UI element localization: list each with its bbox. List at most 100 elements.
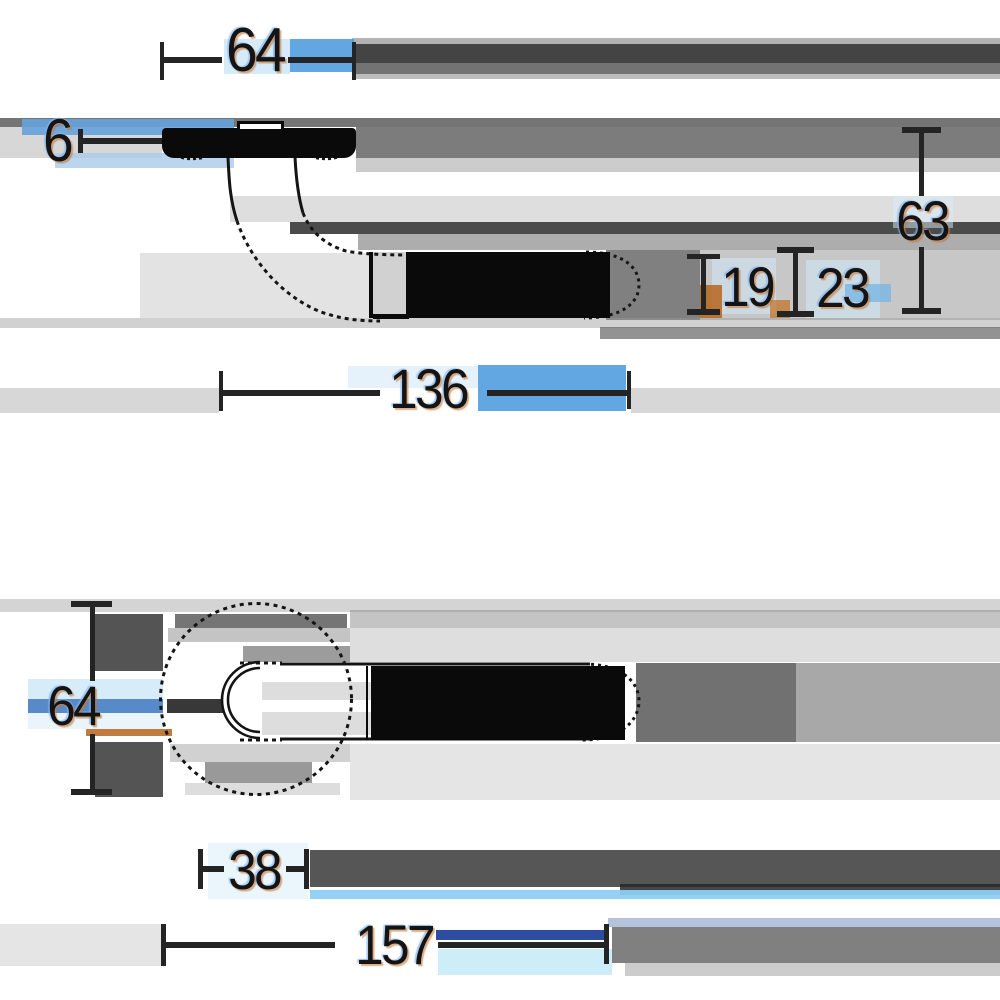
dim-line [288, 57, 352, 63]
selection-highlight [436, 930, 604, 940]
dim-value-rose-diameter: 64 [47, 674, 102, 737]
artifact-band [352, 38, 1000, 44]
dim-line [203, 866, 224, 872]
lever-front-bar [371, 666, 625, 740]
dim-tick [304, 849, 309, 889]
dim-tick [352, 42, 356, 80]
dim-value-overall-length: 157 [355, 913, 435, 976]
artifact-band [600, 327, 1000, 339]
artifact-band [95, 742, 163, 797]
artifact-band [262, 712, 372, 735]
artifact-band [168, 628, 350, 642]
artifact-band [205, 762, 312, 783]
selection-highlight [845, 284, 891, 302]
artifact-band [606, 250, 700, 320]
dim-value-rose-width: 64 [226, 16, 287, 85]
dim-tick [902, 127, 941, 133]
selection-highlight [478, 365, 626, 411]
selection-highlight [893, 196, 953, 228]
lever-front-joint-line [366, 666, 368, 740]
dim-tick [687, 254, 720, 259]
artifact-band [352, 74, 1000, 79]
dim-line [438, 942, 606, 948]
artifact-band [356, 140, 1000, 158]
dim-value-projection: 63 [896, 189, 951, 252]
artifact-band [350, 628, 1000, 662]
dim-value-rose-thickness: 6 [43, 107, 74, 174]
spindle-notch [237, 121, 284, 132]
dim-tick [161, 924, 166, 966]
selection-highlight [712, 258, 776, 314]
dim-line [793, 253, 798, 312]
grip-end-cap-profile [583, 250, 641, 320]
selection-highlight [224, 39, 290, 74]
selection-highlight [28, 713, 163, 729]
artifact-band [262, 682, 372, 700]
dim-tick [160, 42, 164, 80]
handle-neck-profile [226, 156, 413, 323]
artifact-band [243, 646, 350, 662]
artifact-band [358, 234, 1000, 250]
artifact-band [0, 318, 1000, 328]
dim-tick [687, 309, 720, 315]
artifact-band [631, 388, 1000, 413]
artifact-band [356, 158, 1000, 172]
dim-value-grip-outer: 23 [816, 256, 871, 319]
artifact-band [796, 663, 1000, 742]
artifact-band [290, 222, 1000, 234]
artifact-band [608, 918, 1000, 927]
artifact-band [612, 927, 1000, 963]
selection-highlight [28, 699, 163, 713]
artifact-band [230, 196, 1000, 222]
rose-front-circle [159, 602, 353, 796]
dim-tick [71, 601, 112, 607]
grip-joint-line [369, 252, 373, 318]
artifact-band [0, 118, 1000, 127]
selection-highlight [438, 949, 612, 975]
dim-value-grip-length: 136 [389, 357, 469, 420]
dim-tick [78, 129, 83, 153]
dim-line [90, 734, 95, 791]
dim-value-neck-width: 38 [228, 838, 283, 901]
dim-tick [604, 924, 609, 964]
dim-tick [627, 371, 631, 409]
dim-tick [71, 789, 112, 795]
dim-line [164, 57, 222, 63]
artifact-band [636, 663, 796, 742]
dim-line [919, 247, 924, 310]
rose-profile-bar [162, 128, 356, 158]
artifact-band [0, 388, 219, 413]
artifact-band [352, 63, 1000, 74]
dim-line [166, 942, 335, 948]
grip-profile-bar [406, 252, 610, 318]
dim-line [487, 390, 627, 396]
artifact-band [0, 924, 161, 966]
selection-highlight [348, 366, 478, 388]
dim-tick [777, 311, 814, 317]
dim-tick [198, 849, 203, 889]
dim-line [223, 390, 380, 396]
artifact-band [350, 744, 1000, 800]
selection-highlight [28, 679, 163, 699]
grip-bottom-edge [373, 314, 409, 319]
artifact-band [356, 127, 1000, 140]
artifact-band [175, 614, 347, 628]
artifact-band [350, 610, 1000, 628]
artifact-band [625, 963, 1000, 976]
dim-line [83, 138, 162, 144]
dim-line [90, 607, 95, 681]
dim-tick [902, 308, 941, 314]
artifact-band [185, 783, 340, 795]
artifact-band [95, 614, 163, 671]
artifact-band [167, 699, 223, 713]
dim-tick [219, 371, 223, 411]
artifact-band [373, 252, 407, 318]
dim-line [919, 133, 924, 196]
selection-highlight [310, 890, 1000, 899]
handle-neck-front [220, 660, 261, 740]
artifact-band [140, 253, 370, 318]
